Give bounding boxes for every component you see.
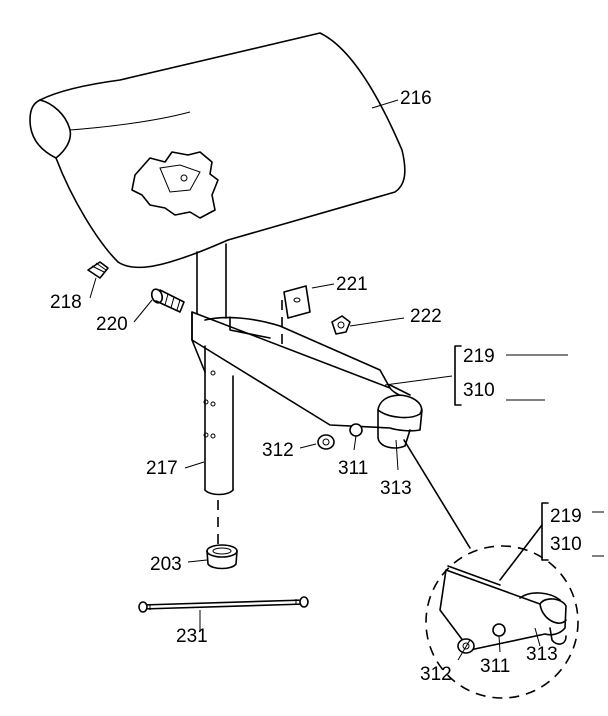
bracket-inset bbox=[541, 502, 549, 561]
label-310-inset: 310 bbox=[550, 534, 582, 555]
label-218: 218 bbox=[50, 292, 82, 313]
detail-inset bbox=[425, 545, 579, 699]
rod-231 bbox=[138, 596, 309, 613]
spacer-311-top bbox=[349, 423, 363, 437]
label-310-top: 310 bbox=[463, 380, 495, 401]
inset-callout-line bbox=[403, 439, 471, 549]
label-217: 217 bbox=[146, 458, 178, 479]
arm-bracket-219 bbox=[191, 311, 423, 449]
label-203: 203 bbox=[150, 554, 182, 575]
label-222: 222 bbox=[410, 306, 442, 327]
end-cap-203 bbox=[206, 544, 238, 570]
seat-pad-216 bbox=[29, 32, 406, 269]
knob-218 bbox=[87, 261, 109, 279]
label-312-top: 312 bbox=[262, 440, 294, 461]
leader-inset-ref bbox=[499, 524, 543, 581]
label-312-inset: 312 bbox=[420, 664, 452, 685]
label-219-top: 219 bbox=[463, 346, 495, 367]
label-221: 221 bbox=[336, 274, 368, 295]
label-220: 220 bbox=[96, 314, 128, 335]
label-311-inset: 311 bbox=[480, 656, 510, 677]
post-217 bbox=[196, 243, 234, 496]
label-216: 216 bbox=[400, 88, 432, 109]
plate-221 bbox=[283, 285, 311, 319]
bracket-top bbox=[454, 345, 462, 406]
label-219-inset: 219 bbox=[550, 506, 582, 527]
washer-312-top bbox=[317, 434, 335, 450]
bolt-220 bbox=[150, 288, 185, 313]
label-313-top: 313 bbox=[380, 478, 412, 499]
leader-lines bbox=[89, 99, 604, 661]
label-311-top: 311 bbox=[338, 458, 368, 479]
nut-222 bbox=[331, 315, 351, 335]
label-313-inset: 313 bbox=[526, 644, 558, 665]
label-231: 231 bbox=[176, 626, 208, 647]
